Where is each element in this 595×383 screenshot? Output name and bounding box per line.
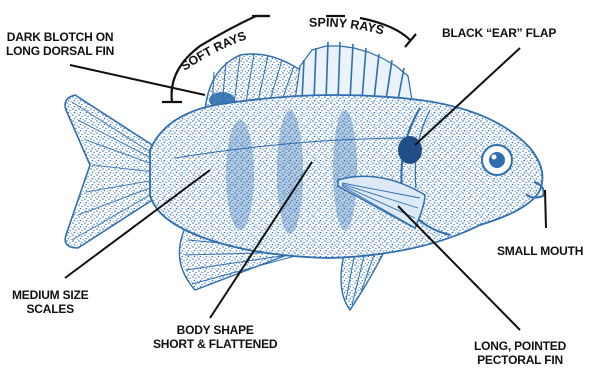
spiny-rays-label: SPINY RAYS bbox=[309, 15, 386, 37]
pelvic-fin bbox=[341, 250, 385, 310]
label-body-shape: BODY SHAPE SHORT & FLATTENED bbox=[153, 323, 277, 351]
spiny-dorsal-fin bbox=[295, 42, 412, 100]
label-small-mouth: SMALL MOUTH bbox=[497, 244, 583, 258]
fish-illustration bbox=[65, 42, 544, 310]
fish-body bbox=[150, 95, 544, 258]
leader-small-mouth bbox=[545, 190, 546, 228]
label-ear-flap: BLACK “EAR” FLAP bbox=[442, 26, 556, 40]
label-dark-blotch: DARK BLOTCH ON LONG DORSAL FIN bbox=[6, 30, 114, 58]
label-medium-scales: MEDIUM SIZE SCALES bbox=[12, 288, 88, 316]
label-pectoral-fin: LONG, POINTED PECTORAL FIN bbox=[474, 339, 566, 367]
caudal-fin bbox=[65, 95, 160, 248]
